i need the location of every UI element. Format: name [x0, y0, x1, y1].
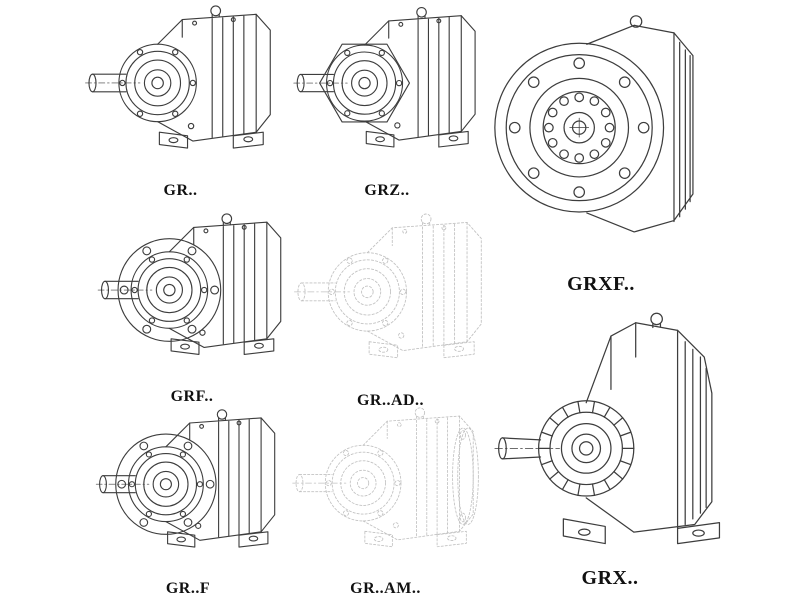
figure-gr-ad: GR..AD.. — [288, 210, 493, 410]
figure-label-gr-am: GR..AM.. — [350, 580, 421, 597]
gear-reducer-drawing-grz — [292, 2, 482, 178]
figure-gr: GR.. — [78, 2, 283, 200]
gear-reducer-drawing-gr-f — [88, 406, 288, 576]
figure-label-grf: GRF.. — [170, 388, 214, 405]
figure-grxf: GRXF.. — [492, 0, 710, 296]
figure-grx: GRX.. — [490, 298, 730, 590]
figure-label-gr-ad: GR..AD.. — [356, 392, 425, 409]
gear-reducer-drawing-grf — [92, 210, 292, 384]
figure-label-grz: GRZ.. — [364, 182, 410, 199]
gear-reducer-drawing-gr — [78, 2, 283, 178]
figure-grz: GRZ.. — [292, 2, 482, 200]
figure-gr-f: GR..F — [88, 406, 288, 598]
figure-label-gr: GR.. — [163, 182, 198, 199]
figure-label-grx: GRX.. — [581, 567, 639, 589]
gear-reducer-drawing-gr-am — [288, 404, 483, 576]
gear-reducer-drawing-gr-ad — [288, 210, 493, 388]
gear-reducer-drawing-grxf — [492, 0, 710, 261]
figure-label-gr-f: GR..F — [165, 580, 211, 597]
figure-gr-am: GR..AM.. — [288, 404, 483, 598]
figure-grf: GRF.. — [92, 210, 292, 406]
figure-label-grxf: GRXF.. — [567, 273, 635, 295]
gear-reducer-drawing-grx — [490, 298, 730, 555]
